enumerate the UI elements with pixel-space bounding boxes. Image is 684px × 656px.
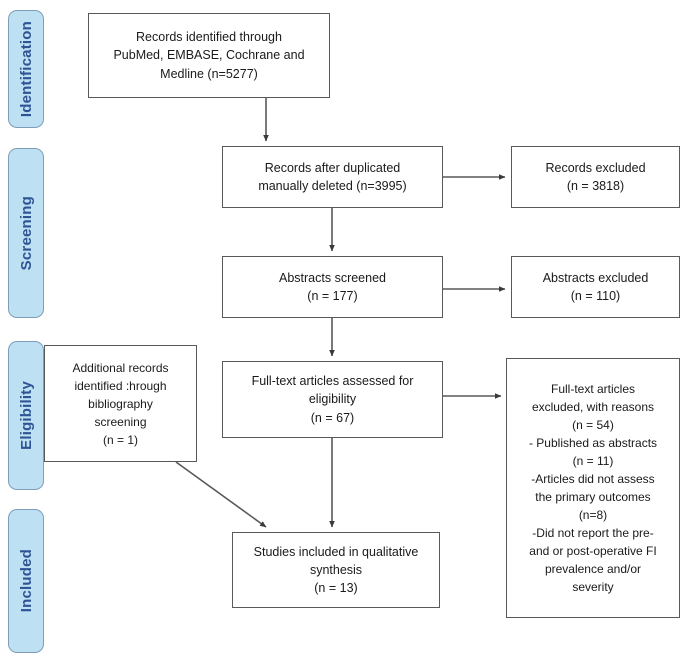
stage-label-eligibility: Eligibility	[8, 341, 44, 490]
box-fulltext-assessed: Full-text articles assessed for eligibil…	[222, 361, 443, 438]
stage-label-identification: Identification	[8, 10, 44, 128]
box-fulltext-assessed-text: Full-text articles assessed for eligibil…	[251, 374, 414, 425]
box-records-after-duplicates-text: Records after duplicated manually delete…	[258, 160, 407, 193]
box-additional-records: Additional records identified :hrough bi…	[44, 345, 197, 462]
box-studies-included: Studies included in qualitative synthesi…	[232, 532, 440, 608]
arrow-additional-to-included	[175, 461, 267, 528]
box-fulltext-excluded: Full-text articles excluded, with reason…	[506, 358, 680, 618]
box-additional-records-text: Additional records identified :hrough bi…	[72, 360, 169, 447]
stage-label-included-text: Included	[17, 549, 35, 613]
stage-label-screening: Screening	[8, 148, 44, 318]
box-fulltext-excluded-text: Full-text articles excluded, with reason…	[528, 382, 658, 594]
box-abstracts-screened-text: Abstracts screened (n = 177)	[279, 270, 386, 303]
box-abstracts-excluded-text: Abstracts excluded (n = 110)	[542, 270, 649, 303]
stage-label-identification-text: Identification	[17, 20, 35, 118]
box-records-excluded-text: Records excluded (n = 3818)	[545, 160, 646, 193]
box-records-identified-text: Records identified through PubMed, EMBAS…	[113, 30, 305, 81]
box-abstracts-excluded: Abstracts excluded (n = 110)	[511, 256, 680, 318]
stage-label-eligibility-text: Eligibility	[17, 381, 35, 450]
box-records-after-duplicates: Records after duplicated manually delete…	[222, 146, 443, 208]
box-records-identified: Records identified through PubMed, EMBAS…	[88, 13, 330, 98]
stage-label-screening-text: Screening	[17, 195, 35, 271]
box-records-excluded: Records excluded (n = 3818)	[511, 146, 680, 208]
stage-label-included: Included	[8, 509, 44, 653]
box-abstracts-screened: Abstracts screened (n = 177)	[222, 256, 443, 318]
box-studies-included-text: Studies included in qualitative synthesi…	[253, 544, 419, 596]
